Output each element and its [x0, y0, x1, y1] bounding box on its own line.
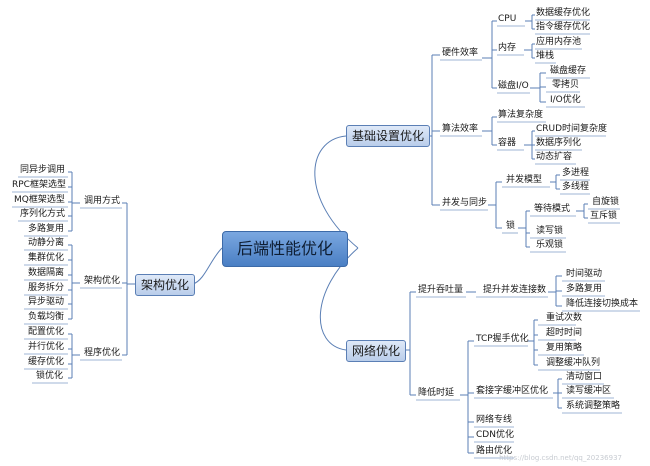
topic-lock[interactable]: 锁 [506, 221, 516, 231]
topic-container[interactable]: 容器 [498, 138, 517, 148]
leaf-item[interactable]: 网络专线 [476, 415, 513, 425]
branch-network[interactable]: 网络优化 [346, 340, 407, 362]
leaf-item[interactable]: 磁盘缓存 [550, 66, 587, 76]
topic-throughput[interactable]: 提升吞吐量 [418, 285, 464, 295]
leaf-item[interactable]: 同异步调用 [20, 165, 66, 175]
leaf-item[interactable]: 缓存优化 [28, 357, 65, 367]
leaf-item[interactable]: 数据缓存优化 [536, 8, 591, 18]
leaf-item[interactable]: 调整缓冲队列 [546, 358, 601, 368]
leaf-item[interactable]: 算法复杂度 [498, 110, 544, 120]
topic-concurrency[interactable]: 并发与同步 [442, 198, 488, 208]
leaf-item[interactable]: 路由优化 [476, 446, 513, 456]
leaf-item[interactable]: 数据隔离 [28, 268, 65, 278]
leaf-item[interactable]: MQ框架选型 [14, 195, 65, 205]
leaf-item[interactable]: CRUD时间复杂度 [536, 124, 608, 134]
leaf-item[interactable]: 动静分离 [28, 238, 65, 248]
leaf-item[interactable]: 重试次数 [546, 313, 583, 323]
leaf-item[interactable]: 堆栈 [536, 51, 555, 61]
leaf-item[interactable]: 读写缓冲区 [566, 386, 612, 396]
leaf-item[interactable]: 零拷贝 [552, 80, 580, 90]
topic-socket-buffer[interactable]: 套接字缓冲区优化 [476, 386, 549, 396]
leaf-item[interactable]: 序列化方式 [20, 209, 66, 219]
topic-algorithm[interactable]: 算法效率 [442, 124, 479, 134]
leaf-item[interactable]: 负载均衡 [28, 312, 65, 322]
leaf-item[interactable]: 并行优化 [28, 342, 65, 352]
leaf-item[interactable]: 清动窗口 [566, 372, 603, 382]
leaf-item[interactable]: 数据序列化 [536, 138, 582, 148]
branch-infra[interactable]: 基础设置优化 [346, 125, 431, 147]
leaf-item[interactable]: 多线程 [562, 182, 590, 192]
topic-program[interactable]: 程序优化 [84, 348, 121, 358]
leaf-item[interactable]: 配置优化 [28, 327, 65, 337]
leaf-item[interactable]: 时间驱动 [566, 269, 603, 279]
topic-tcp-handshake[interactable]: TCP握手优化 [476, 334, 529, 344]
leaf-item[interactable]: I/O优化 [550, 95, 581, 105]
leaf-item[interactable]: 读写锁 [536, 226, 564, 236]
leaf-item[interactable]: 自旋锁 [592, 197, 620, 207]
leaf-item[interactable]: 复用策略 [546, 343, 583, 353]
topic-wait-mode[interactable]: 等待模式 [534, 204, 571, 214]
topic-arch[interactable]: 架构优化 [84, 276, 121, 286]
topic-cpu[interactable]: CPU [498, 14, 517, 24]
leaf-item[interactable]: 降低连接切换成本 [566, 299, 639, 309]
leaf-item[interactable]: 动态扩容 [536, 152, 573, 162]
leaf-item[interactable]: 多路复用 [28, 224, 65, 234]
topic-calling[interactable]: 调用方式 [84, 196, 121, 206]
leaf-item[interactable]: 多路复用 [566, 284, 603, 294]
leaf-item[interactable]: 集群优化 [28, 253, 65, 263]
topic-hardware[interactable]: 硬件效率 [442, 48, 479, 58]
topic-disk[interactable]: 磁盘I/O [498, 81, 529, 91]
leaf-item[interactable]: 系统调整策略 [566, 401, 621, 411]
root-topic[interactable]: 后端性能优化 [222, 231, 349, 267]
watermark: https://blog.csdn.net/qq_20236937 [499, 454, 622, 462]
leaf-item[interactable]: 指令缓存优化 [536, 22, 591, 32]
topic-concurrency-model[interactable]: 并发模型 [506, 175, 543, 185]
leaf-item[interactable]: 多进程 [562, 168, 590, 178]
leaf-item[interactable]: 应用内存池 [536, 37, 582, 47]
topic-memory[interactable]: 内存 [498, 43, 517, 53]
leaf-item[interactable]: RPC框架选型 [12, 180, 66, 190]
branch-architecture[interactable]: 架构优化 [135, 274, 196, 296]
leaf-item[interactable]: 互斥锁 [590, 211, 618, 221]
leaf-item[interactable]: 服务拆分 [28, 283, 65, 293]
topic-latency[interactable]: 降低时延 [418, 388, 455, 398]
leaf-item[interactable]: 锁优化 [36, 371, 64, 381]
leaf-item[interactable]: 超时时间 [546, 328, 583, 338]
topic-concurrent-connections[interactable]: 提升并发连接数 [483, 285, 547, 295]
leaf-item[interactable]: 乐观锁 [536, 240, 564, 250]
leaf-item[interactable]: CDN优化 [476, 430, 514, 440]
leaf-item[interactable]: 异步驱动 [28, 297, 65, 307]
